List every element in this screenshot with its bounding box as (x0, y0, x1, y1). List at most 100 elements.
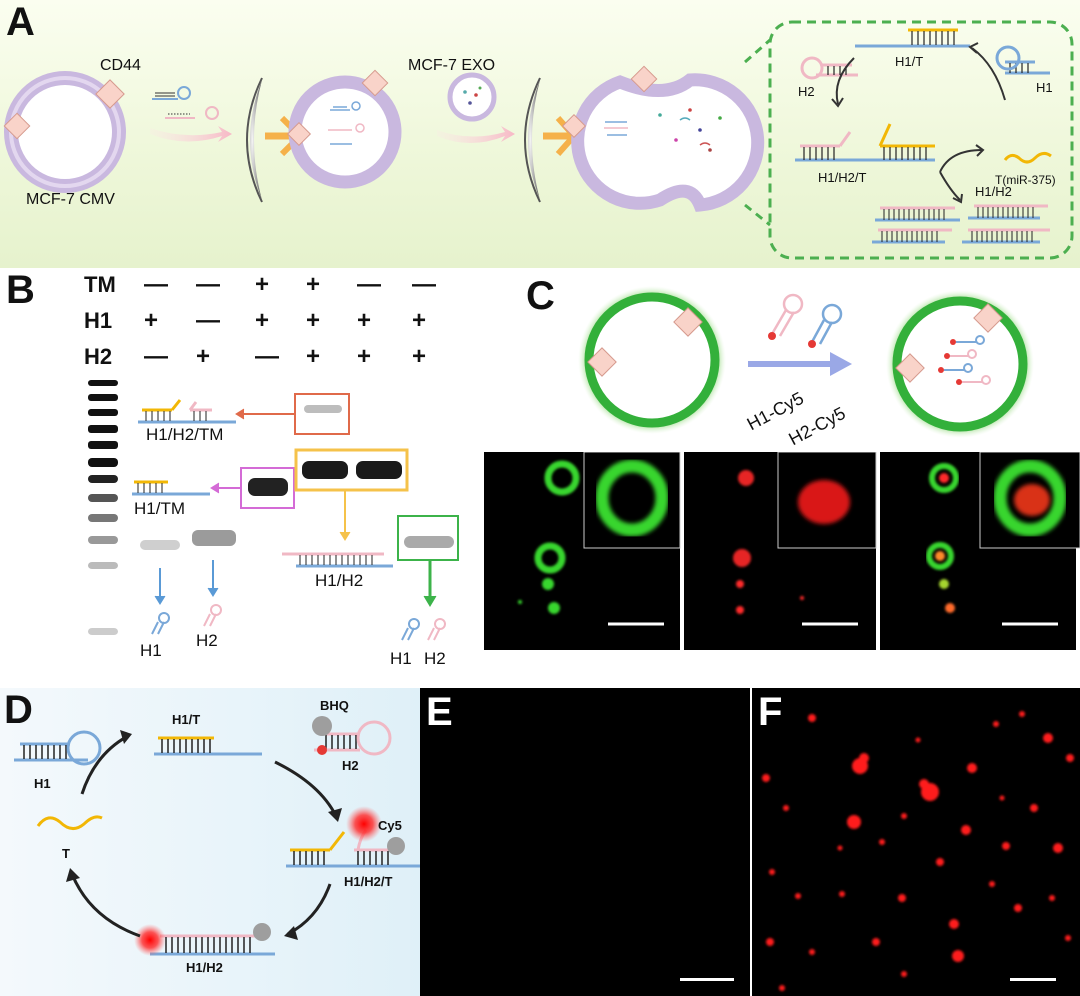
sign: — (144, 271, 168, 298)
panel-e-letter: E (426, 690, 453, 734)
box-yellow (294, 448, 409, 492)
sign: + (306, 271, 320, 298)
hairpin-probes (152, 86, 219, 120)
sign: — (255, 343, 279, 370)
arrow-icon (437, 126, 515, 143)
label-h1h2: H1/H2 (975, 184, 1012, 199)
label-h1h2t: H1/H2/T (818, 170, 866, 185)
scale-bar (680, 978, 734, 981)
d-h1h2 (134, 923, 275, 956)
h2-hairpin-icon (427, 618, 446, 641)
d-h1t (154, 736, 262, 756)
ladder-lane (88, 380, 118, 635)
label-mcf7-exo: MCF-7 EXO (408, 57, 495, 74)
panel-b-gel: TM H1 H2 — — + + — — + — + + + + — + — +… (84, 271, 459, 668)
label-h2: H2 (196, 631, 218, 650)
label-mcf7-cmv: MCF-7 CMV (26, 191, 115, 208)
bhq-quencher (312, 716, 332, 736)
cy5-hairpins (768, 293, 843, 348)
sign: — (412, 271, 436, 298)
sign: + (357, 307, 371, 334)
cy5-fluorophore (346, 806, 382, 842)
fused-vesicle (561, 65, 765, 212)
label-d-h1: H1 (34, 776, 51, 791)
divider (750, 688, 752, 996)
sign: — (196, 307, 220, 334)
cmv-vesicle-1 (3, 71, 126, 193)
band-h1h2-lane6 (404, 536, 454, 548)
d-h2-hairpin (312, 716, 392, 756)
d-target (36, 815, 103, 830)
h1-hairpin-icon (401, 618, 420, 641)
zoom-box (768, 20, 1074, 260)
band-h1h2-lane4 (302, 461, 348, 479)
arrow-icon (150, 126, 232, 142)
panel-a-letter: A (6, 0, 35, 44)
d-h1h2t (286, 806, 420, 868)
label-h1-b: H1 (390, 649, 412, 668)
h1h2t-complex (795, 123, 935, 162)
scale-bar (1010, 978, 1056, 981)
sign: + (306, 343, 320, 370)
cmv-vesicle-2 (286, 69, 402, 189)
vesicle-green-loaded (892, 296, 1028, 432)
label-d-h1t: H1/T (172, 712, 200, 727)
label-target: T(miR-375) (995, 173, 1056, 187)
panel-d-letter: D (4, 688, 33, 732)
panel-a-diagram: CD44 MCF-7 CMV MCF-7 EXO H1/T H1 H2 H1/H… (3, 20, 1074, 260)
sign: — (196, 271, 220, 298)
band-h1 (140, 540, 180, 550)
sign: + (412, 307, 426, 334)
target-mirna (1003, 151, 1052, 164)
h1t-duplex (855, 28, 970, 48)
label-d-h1h2t: H1/H2/T (344, 874, 392, 889)
cd44-receptor (3, 112, 31, 140)
label-h2: H2 (798, 84, 815, 99)
label-h1h2: H1/H2 (315, 571, 363, 590)
micrograph-overlay (518, 452, 1080, 626)
label-h1tm: H1/TM (134, 499, 185, 518)
sign: + (306, 307, 320, 334)
label-cy5: Cy5 (378, 818, 402, 833)
sign: + (255, 307, 269, 334)
d-h1-hairpin (14, 730, 102, 766)
panel-f-letter: F (758, 690, 783, 734)
panel-c-schematic: H1-Cy5 H2-Cy5 (578, 286, 1034, 448)
panel-b-letter: B (6, 268, 35, 312)
label-d-h2: H2 (342, 758, 359, 773)
box-green (397, 515, 459, 561)
band-h1tm (248, 478, 288, 496)
band-h2 (192, 530, 236, 546)
label-d-t: T (62, 846, 70, 861)
schematic-h1h2tm (138, 399, 236, 424)
cell-membrane (528, 80, 540, 200)
band-h1h2-lane5 (356, 461, 402, 479)
band-h1h2tm (304, 405, 342, 413)
label-bhq: BHQ (320, 698, 349, 713)
box-red (294, 393, 350, 435)
label-cd44: CD44 (100, 57, 141, 74)
sign: + (357, 343, 371, 370)
sign: + (412, 343, 426, 370)
h2-hairpin-icon (203, 604, 222, 627)
label-d-h1h2: H1/H2 (186, 960, 223, 975)
row-label-h2: H2 (84, 344, 112, 369)
panel-d-diagram: H1/T BHQ H2 H1 Cy5 T H1/H2/T H1/H2 (14, 698, 420, 975)
internalized-hairpins (938, 335, 991, 385)
micrograph-e (420, 688, 750, 996)
cell-membrane (250, 80, 262, 200)
row-label-tm: TM (84, 272, 116, 297)
sign: + (196, 343, 210, 370)
schematic-h1h2 (282, 552, 393, 568)
h1-hairpin-icon (151, 612, 170, 635)
schematic-h1tm (132, 480, 210, 496)
sign: — (357, 271, 381, 298)
exosome-vesicle (447, 72, 497, 122)
h1-hairpin (995, 45, 1050, 75)
sign: — (144, 343, 168, 370)
h2-hairpin (800, 56, 858, 80)
red-spots (762, 711, 1074, 991)
cd44-receptor (95, 79, 125, 109)
label-h1: H1 (1036, 80, 1053, 95)
h1h2-duplexes (872, 204, 1050, 244)
